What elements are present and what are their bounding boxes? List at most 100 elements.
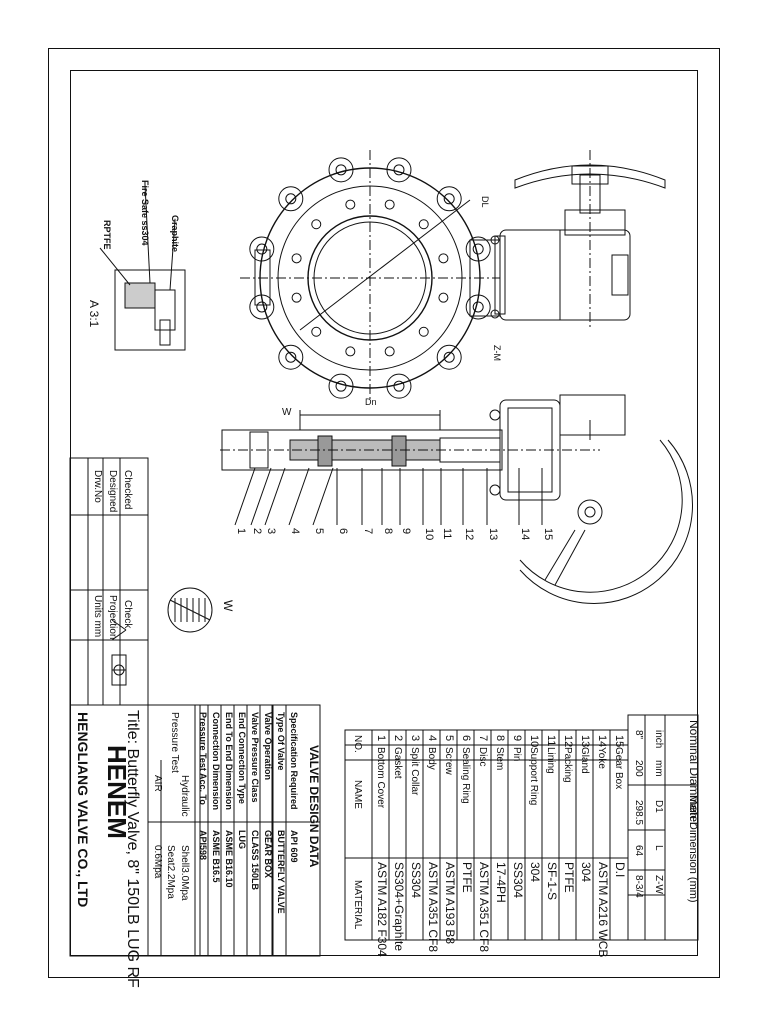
bolt-hole [345,346,356,357]
leader-line [234,467,256,526]
d1-label: D1 [653,800,664,813]
lug [278,186,304,212]
part-row-no: 6 [460,735,472,741]
zw-value: 8-3/4 [633,875,644,898]
check-label: Check [122,600,133,629]
design-row-label: Valve Pressure Class [250,712,260,803]
design-row-value: API 609 [289,830,299,863]
part-number-label: 4 [289,528,301,534]
lug [328,373,354,399]
part-row-material: PTFE [460,862,474,893]
part-number-label: 12 [463,528,475,540]
design-row-label: Pressure Test Acc. To [198,712,208,805]
design-row-value: ASME B16.5 [211,830,221,883]
part-row-material: 304 [579,862,593,882]
seat-value: Seat2.2Mpa [165,845,176,899]
lug [249,236,275,262]
company-logo: HENEM [102,745,132,839]
bolt-hole [291,292,302,303]
lug [465,294,491,320]
inch-label: inch [653,730,664,748]
part-number-label: 8 [382,528,394,534]
design-row-value: LUG [237,830,247,849]
gearbox-top-view [490,150,666,330]
part-row-material: ASTM A193 B8 [443,862,457,944]
lug [436,344,462,370]
lug [249,294,275,320]
lug [465,236,491,262]
part-row-no: 2 [392,735,404,741]
part-row-name: Yoke [596,747,607,769]
lug-hole [256,301,268,313]
inch-value: 8" [633,730,644,740]
part-row-name: Pin [511,747,522,761]
leader-line [250,467,272,526]
part-number-label: 9 [400,528,412,534]
lug-hole [393,164,405,176]
checked-label: Checked [122,470,133,509]
bolt-hole [384,346,395,357]
part-row-material: SS304 [511,862,525,898]
part-number-label: 13 [487,528,499,540]
part-number-label: 3 [265,528,277,534]
l-label: L [653,845,664,851]
lug-hole [285,351,297,363]
design-row-label: End Connection Type [237,712,247,804]
bolt-hole [311,219,322,230]
part-row-name: Lining [545,747,556,774]
parts-no-header: NO. [352,735,363,753]
part-row-no: 12 [562,735,574,747]
part-row-name: Split Collar [409,747,420,796]
part-row-no: 14 [596,735,608,747]
zw-label: Z-W [653,875,664,894]
lug-hole [443,351,455,363]
lug-hole [472,243,484,255]
part-row-material: ASTM A216 WCB [596,862,610,957]
part-row-name: Body [426,747,437,770]
parts-material-header: MATERIAL [352,880,363,930]
design-row-value: API598 [198,830,208,860]
part-row-name: Gland [579,747,590,774]
parts-name-header: NAME [352,780,363,809]
part-row-no: 5 [443,735,455,741]
design-data-heading: VALVE DESIGN DATA [307,745,321,868]
part-row-no: 11 [545,735,557,746]
lug-hole [335,380,347,392]
part-number-label: 1 [235,528,247,534]
design-data-table [147,704,321,957]
part-row-no: 7 [477,735,489,741]
valve-front-view [240,150,501,400]
pressure-test-label: Pressure Test [169,712,180,773]
bolt-hole [345,199,356,210]
lug-hole [256,243,268,255]
units-label: Units mm [92,595,103,637]
bolt-hole [438,292,449,303]
part-row-material: SS304 [409,862,423,898]
part-row-material: ASTM A182 F304 [375,862,389,957]
design-row-label: Specification Required [289,712,299,810]
nominal-label: Nominal Diammeter [687,720,701,826]
lug [386,157,412,183]
design-row-label: Connection Dimension [211,712,221,810]
dimension-table [627,714,699,941]
part-row-name: Gear Box [613,747,624,789]
leader-line [312,467,334,526]
main-dimension-label: Main Dimension (mm) [687,795,699,903]
leader-line [288,467,310,526]
dn-callout: Dn [365,397,377,407]
part-row-material: 17-4PH [494,862,508,903]
lug-hole [472,301,484,313]
part-number-label: 14 [519,528,531,540]
bolt-hole [291,253,302,264]
design-row-label: End To End Dimension [224,712,234,810]
part-row-material: SF-1-S [545,862,559,900]
bolt-hole [418,219,429,230]
zm-callout: Z-M [492,345,502,361]
part-number-label: 2 [251,528,263,534]
design-row-value: ASME B16.10 [224,830,234,888]
part-number-label: 10 [423,528,435,540]
dl-callout: DL [480,196,490,208]
part-row-no: 15 [613,735,625,747]
l-value: 64 [633,845,644,857]
mm-label: mm [653,760,664,777]
